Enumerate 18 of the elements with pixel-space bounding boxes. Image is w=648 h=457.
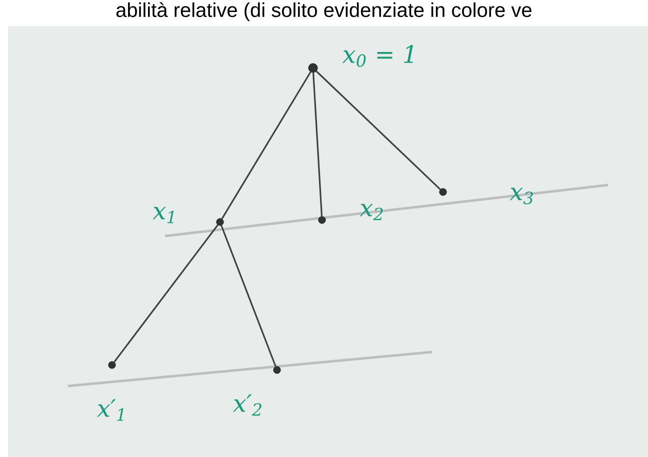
caption-text: abilità relative (di solito evidenziate in colore ve [116, 2, 532, 22]
branch-line [221, 72, 312, 220]
tree-dot [108, 361, 116, 369]
tree-dot [318, 216, 326, 224]
branch-line [220, 225, 276, 367]
tree-dot [216, 218, 224, 226]
branch-line [312, 72, 323, 216]
node-label: x′$_{1}$ [96, 399, 124, 421]
node-label: x$_{1}$ [152, 206, 174, 224]
node-label: x$_{2}$ [360, 204, 383, 220]
node-label: x$_{0}$ = 1 [342, 45, 413, 67]
branch-line [316, 70, 441, 190]
tree-dot [439, 188, 447, 196]
tree-dot [273, 366, 281, 374]
branch-line [114, 224, 218, 362]
node-label: x$_{3}$ [510, 188, 533, 204]
tree-dot [308, 63, 318, 73]
node-label: x′$_{2}$ [232, 394, 262, 416]
